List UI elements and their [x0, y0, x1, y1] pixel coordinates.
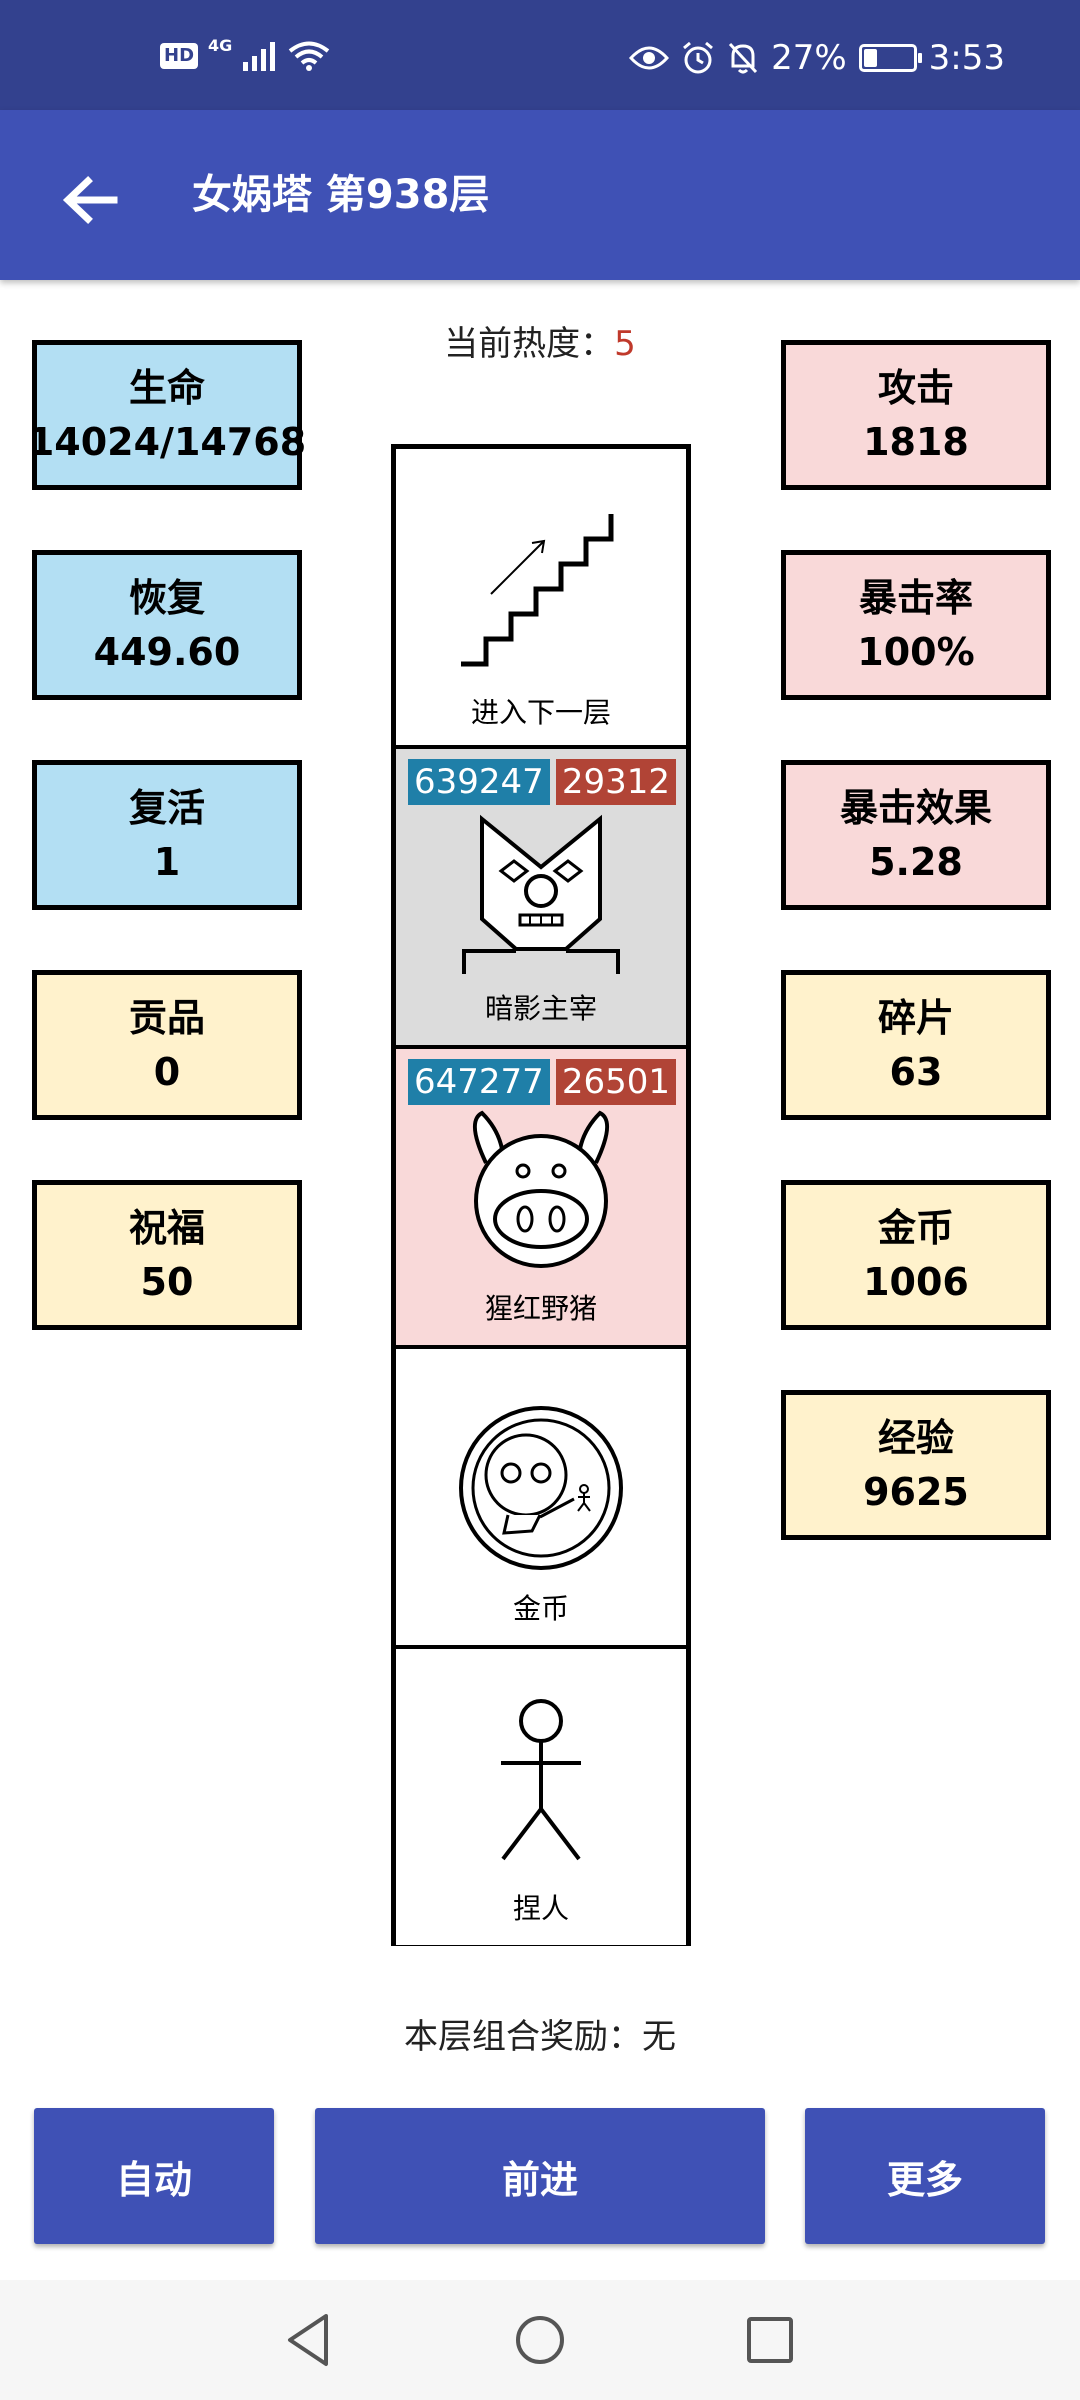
stat-crit-rate: 暴击率 100%	[781, 550, 1051, 700]
stat-label: 祝福	[128, 1206, 205, 1250]
tower-cell-stairs[interactable]: 进入下一层	[396, 449, 686, 749]
cell-label: 捏人	[512, 1892, 569, 1925]
stairs-icon	[461, 514, 614, 667]
gold-coin-icon	[459, 1406, 623, 1570]
stat-value: 1818	[863, 420, 969, 464]
stat-value: 449.60	[93, 630, 241, 674]
stat-value: 5.28	[869, 840, 963, 884]
stat-label: 碎片	[877, 996, 954, 1040]
boar-icon	[473, 1110, 609, 1268]
back-button[interactable]	[50, 160, 130, 240]
nav-back-icon[interactable]	[280, 2310, 340, 2370]
stat-fragments: 碎片 63	[781, 970, 1051, 1120]
stat-label: 暴击效果	[839, 786, 992, 830]
shadow-lord-icon	[462, 814, 620, 974]
battery-percent: 27%	[771, 38, 847, 78]
navigation-bar	[0, 2280, 1080, 2400]
stat-blessing: 祝福 50	[32, 1180, 302, 1330]
monster-atk-badge: 26501	[555, 1059, 676, 1105]
floor-reward: 本层组合奖励：无	[404, 2017, 676, 2057]
tower-cell-monster[interactable]: 647277 26501 猩红野猪	[396, 1045, 686, 1345]
stat-label: 经验	[877, 1416, 954, 1460]
stick-figure-icon	[501, 1699, 581, 1861]
forward-button[interactable]: 前进	[315, 2108, 765, 2244]
stat-regen: 恢复 449.60	[32, 550, 302, 700]
stat-value: 9625	[863, 1470, 969, 1514]
battery-fill	[863, 49, 877, 67]
monster-hp-badge: 639247	[408, 759, 550, 805]
heat-label: 当前热度：	[444, 324, 615, 364]
stat-hp: 生命 14024/14768	[28, 340, 306, 490]
auto-button[interactable]: 自动	[34, 2108, 274, 2244]
stat-value: 14024/14768	[27, 420, 307, 464]
clock: 3:53	[928, 38, 1005, 78]
stat-label: 生命	[128, 366, 205, 410]
stat-label: 恢复	[128, 576, 205, 620]
cell-label: 猩红野猪	[484, 1292, 597, 1325]
hd-badge: HD	[160, 43, 199, 69]
tower-cell-gold[interactable]: 金币	[396, 1345, 686, 1645]
stat-tribute: 贡品 0	[32, 970, 302, 1120]
stat-revive: 复活 1	[32, 760, 302, 910]
battery-icon	[858, 44, 922, 72]
stat-value: 63	[889, 1050, 943, 1094]
arrow-left-icon	[62, 176, 118, 224]
stat-value: 100%	[857, 630, 975, 674]
eye-icon	[629, 46, 670, 70]
stat-crit-effect: 暴击效果 5.28	[781, 760, 1051, 910]
stat-value: 1006	[863, 1260, 969, 1304]
stat-exp: 经验 9625	[781, 1390, 1051, 1540]
stat-label: 金币	[877, 1206, 954, 1250]
stat-label: 贡品	[128, 996, 205, 1040]
heat-indicator: 当前热度：5	[0, 322, 1080, 366]
stat-label: 复活	[128, 786, 205, 830]
stat-label: 暴击率	[858, 576, 973, 620]
network-type-label: 4G	[208, 36, 233, 55]
stat-value: 0	[153, 1050, 181, 1094]
stat-value: 50	[140, 1260, 194, 1304]
wifi-icon	[289, 41, 330, 71]
cell-label: 进入下一层	[470, 696, 611, 729]
mute-bell-icon	[728, 42, 758, 74]
status-bar: HD 4G 27%	[0, 0, 1080, 110]
signal-icon	[243, 42, 276, 71]
stat-value: 1	[153, 840, 181, 884]
tower-column: 进入下一层 639247 29312 暗影主宰 647277 26501	[391, 444, 691, 1946]
stat-gold: 金币 1006	[781, 1180, 1051, 1330]
cell-label: 金币	[512, 1592, 569, 1625]
cell-label: 暗影主宰	[484, 992, 597, 1025]
heat-value: 5	[614, 324, 636, 364]
tower-cell-monster[interactable]: 639247 29312 暗影主宰	[396, 745, 686, 1045]
nav-recents-icon[interactable]	[740, 2310, 800, 2370]
alarm-icon	[683, 41, 714, 74]
stat-label: 攻击	[877, 366, 954, 410]
page-title: 女娲塔 第938层	[192, 172, 490, 218]
monster-atk-badge: 29312	[555, 759, 676, 805]
monster-hp-badge: 647277	[408, 1059, 550, 1105]
more-button[interactable]: 更多	[805, 2108, 1045, 2244]
stat-attack: 攻击 1818	[781, 340, 1051, 490]
app-bar: 女娲塔 第938层	[0, 110, 1080, 280]
status-right: 27% 3:53	[629, 38, 1005, 78]
status-left: HD 4G	[160, 36, 330, 72]
nav-home-icon[interactable]	[510, 2310, 570, 2370]
tower-cell-player[interactable]: 捏人	[396, 1645, 686, 1945]
